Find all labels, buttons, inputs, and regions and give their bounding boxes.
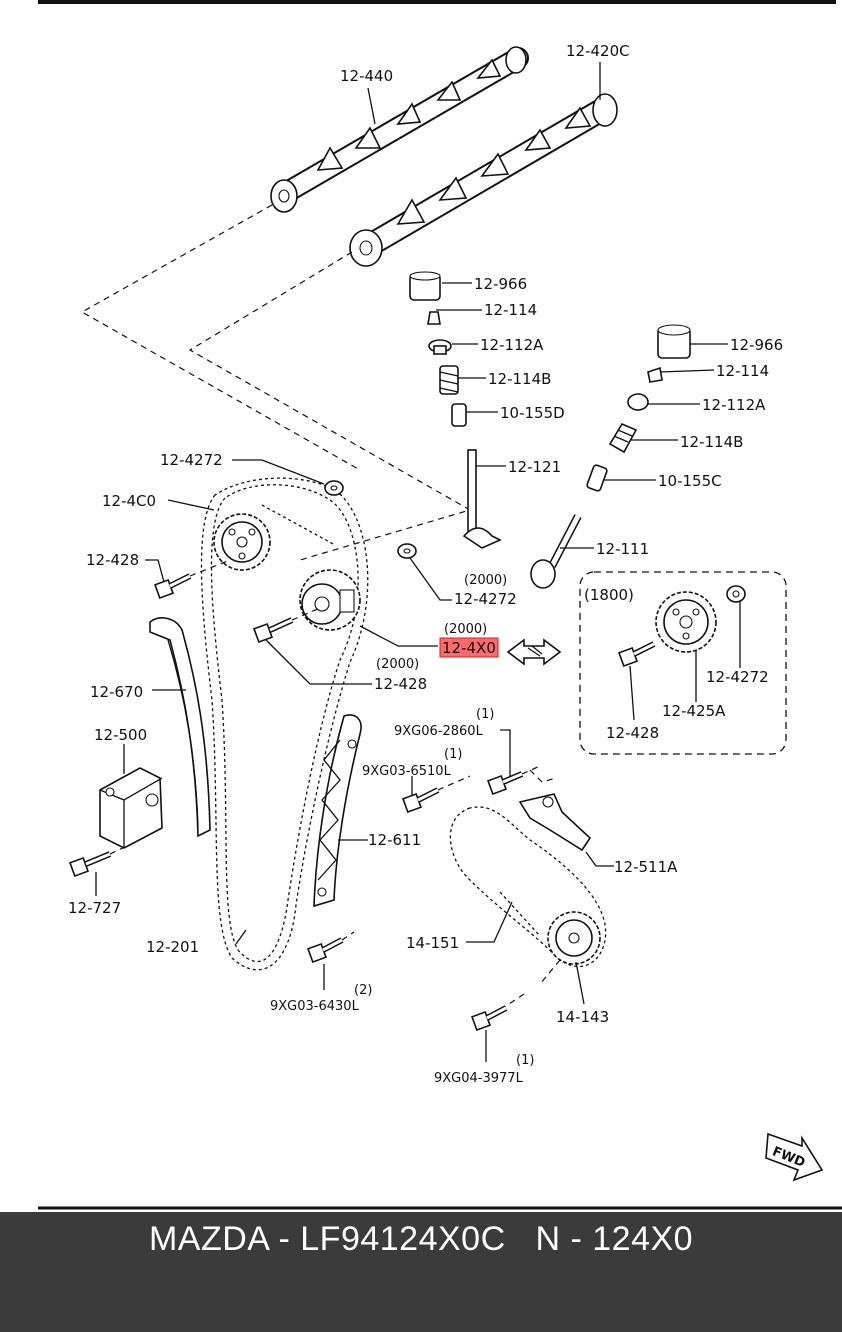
label-tappet-a: 12-966: [474, 275, 527, 293]
leader-lines: [95, 62, 741, 1062]
label-guide-right: 12-611: [368, 831, 421, 849]
part-number-caption: MAZDA - LF94124X0C N - 124X0: [148, 1220, 694, 1258]
washer-top[interactable]: [324, 480, 344, 496]
label-lock-a: 12-114: [484, 301, 537, 319]
label-spring-a: 12-114B: [488, 370, 551, 388]
label-washer-mid: 12-4272: [454, 590, 517, 608]
label-bolt4-qty: (1): [516, 1053, 534, 1068]
forward-arrow-icon: [765, 1132, 824, 1182]
variant-bolt[interactable]: [618, 641, 656, 667]
valve-seal-a[interactable]: [451, 403, 467, 427]
timing-chain[interactable]: [200, 477, 369, 971]
label-seat-a: 12-112A: [480, 336, 544, 354]
label-seal-b: 10-155C: [658, 472, 722, 490]
label-sprocket-exh: 12-4C0: [102, 492, 156, 510]
tappet-b[interactable]: [657, 324, 691, 359]
label-washer-mid-qty: (2000): [464, 573, 507, 588]
label-valve-b: 12-111: [596, 540, 649, 558]
label-cam-intake: 12-420C: [566, 42, 630, 60]
label-bolt-a: 12-428: [86, 551, 139, 569]
footer-bar: MAZDA - LF94124X0C N - 124X0: [0, 1212, 842, 1332]
label-tappet-b: 12-966: [730, 336, 783, 354]
label-bolt2: 9XG03-6510L: [362, 764, 452, 779]
label-spring-b: 12-114B: [680, 433, 743, 451]
double-arrow-icon: [506, 638, 562, 666]
valve-spring-a[interactable]: [439, 365, 459, 395]
label-washer-top: 12-4272: [160, 451, 223, 469]
sprocket-bolt-a[interactable]: [154, 573, 192, 599]
label-seat-b: 12-112A: [702, 396, 766, 414]
label-box-sprocket: 12-425A: [662, 702, 726, 720]
label-bolt2-qty: (1): [444, 747, 462, 762]
spring-seat-b[interactable]: [627, 393, 649, 411]
label-box-washer: 12-4272: [706, 668, 769, 686]
sprocket-bolt-bottom[interactable]: [471, 1005, 508, 1031]
oil-pump-chain-guide[interactable]: [518, 793, 592, 852]
washer-mid[interactable]: [397, 543, 417, 559]
variant-box: [579, 571, 787, 755]
label-actuator-qty: (2000): [444, 622, 487, 637]
valve-lock-b[interactable]: [647, 366, 663, 383]
camshaft-exhaust[interactable]: [270, 46, 529, 213]
label-bolt1-qty: (1): [476, 707, 494, 722]
sprocket-bolt-b[interactable]: [253, 617, 294, 643]
label-box-title: (1800): [584, 586, 634, 604]
label-valve-a: 12-121: [508, 458, 561, 476]
label-bolt-b-qty: (2000): [376, 657, 419, 672]
valve-b[interactable]: [530, 514, 582, 589]
camshaft-intake[interactable]: [349, 93, 618, 267]
label-bolt4: 9XG04-3977L: [434, 1071, 524, 1086]
vvt-actuator[interactable]: [299, 569, 361, 631]
label-cam-exhaust: 12-440: [340, 67, 393, 85]
parts-diagram: 12-440 12-420C 12-966 12-114 12-112A 12-…: [38, 0, 842, 1210]
label-lock-b: 12-114: [716, 362, 769, 380]
label-tensioner: 12-500: [94, 726, 147, 744]
label-oil-sprocket: 14-143: [556, 1008, 609, 1026]
tappet-a[interactable]: [409, 271, 441, 301]
guide-bolt-2[interactable]: [402, 787, 440, 813]
valve-lock-a[interactable]: [427, 311, 441, 325]
label-bolt-b: 12-428: [374, 675, 427, 693]
chain-guide-right[interactable]: [313, 714, 362, 908]
chain-tensioner[interactable]: [99, 767, 163, 849]
label-guide-left: 12-670: [90, 683, 143, 701]
oil-pump-sprocket[interactable]: [547, 911, 601, 965]
label-seal-a: 10-155D: [500, 404, 565, 422]
guide-bolt-1[interactable]: [487, 771, 524, 795]
spring-seat-a[interactable]: [428, 339, 452, 355]
valve-spring-b[interactable]: [608, 422, 638, 454]
label-oil-guide: 12-511A: [614, 858, 678, 876]
label-bolt3-qty: (2): [354, 983, 372, 998]
valve-seal-b[interactable]: [586, 464, 608, 492]
guide-bolt-3[interactable]: [307, 937, 344, 963]
oil-pump-chain[interactable]: [449, 806, 607, 967]
label-bolt1: 9XG06-2860L: [394, 724, 484, 739]
label-chain-oil: 14-151: [406, 934, 459, 952]
label-bolt3: 9XG03-6430L: [270, 999, 360, 1014]
valve-a[interactable]: [462, 449, 502, 549]
exhaust-cam-sprocket[interactable]: [213, 513, 271, 571]
label-bolt-tens: 12-727: [68, 899, 121, 917]
variant-sprocket[interactable]: [655, 591, 717, 653]
chain-guide-left[interactable]: [149, 617, 211, 838]
tensioner-bolt[interactable]: [69, 851, 112, 877]
label-chain-main: 12-201: [146, 938, 199, 956]
label-actuator: 12-4X0: [442, 639, 496, 657]
highlight-box: [439, 637, 499, 658]
variant-washer[interactable]: [726, 585, 746, 603]
label-box-bolt: 12-428: [606, 724, 659, 742]
